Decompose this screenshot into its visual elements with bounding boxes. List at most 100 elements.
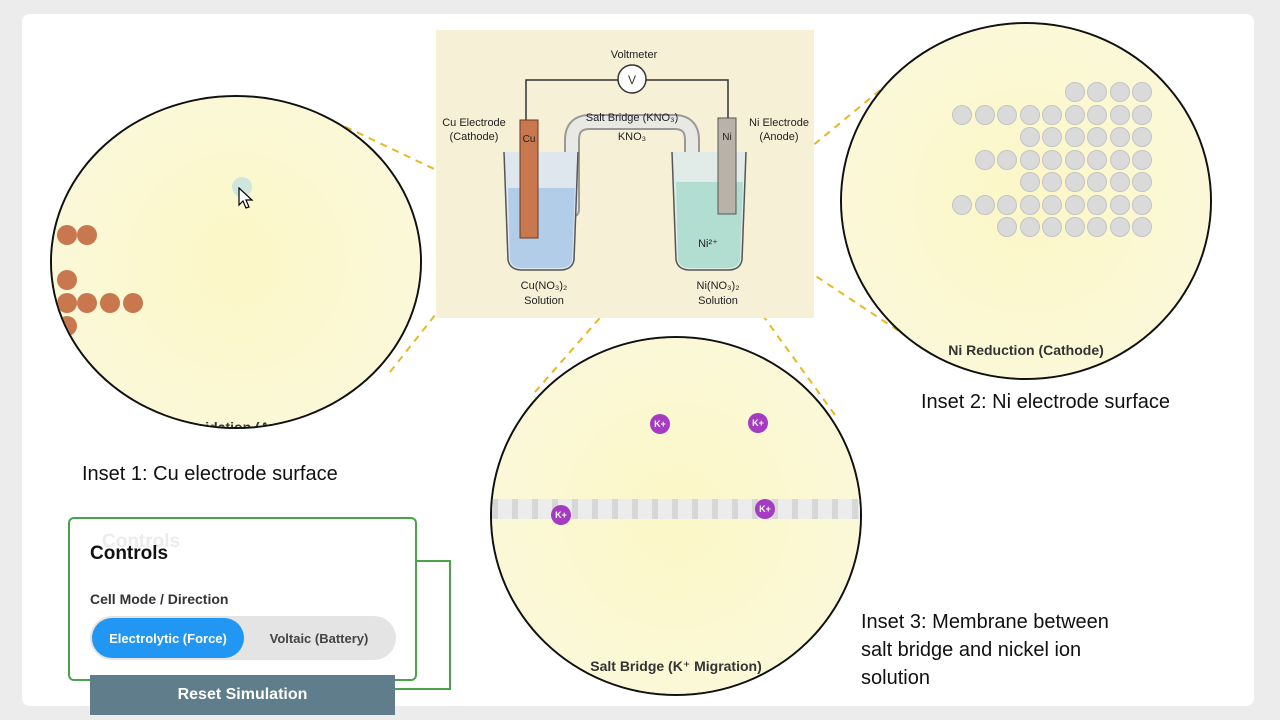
caption-line: salt bridge and nickel ion <box>861 639 1082 661</box>
ni-atom <box>997 104 1017 125</box>
membrane <box>492 499 860 519</box>
kno3-label: KNO₃ <box>618 131 646 143</box>
electrolytic-option[interactable]: Electrolytic (Force) <box>92 618 244 658</box>
ni-atom <box>1087 149 1107 170</box>
ni-atom <box>1109 149 1130 170</box>
ni-solution-label-2: Solution <box>698 295 738 307</box>
ni-atom <box>1109 82 1130 102</box>
ni-atom <box>1109 104 1130 125</box>
cu-ion-particle <box>232 177 252 197</box>
ni-atom <box>952 194 972 215</box>
voltmeter-icon <box>617 64 647 94</box>
ni-atom <box>1087 172 1107 192</box>
cu-electrode-label-2: (Cathode) <box>450 131 499 143</box>
cu-atom <box>57 270 77 290</box>
potassium-ion: K+ <box>551 505 571 525</box>
ni-atom <box>1019 172 1040 192</box>
ni-atom <box>1042 194 1062 215</box>
inset-ni-label: Ni Reduction (Cathode) <box>948 342 1104 358</box>
controls-title-ghost: Controls <box>102 531 181 552</box>
ni-atom <box>1109 172 1130 192</box>
cell-mode-label: Cell Mode / Direction <box>90 591 229 607</box>
salt-bridge-label: Salt Bridge (KNO₃) <box>586 112 679 124</box>
connector-ni-bottom <box>739 225 921 346</box>
cu-solution-label-2: Solution <box>524 295 564 307</box>
cu-tag: Cu <box>523 134 536 145</box>
ni-atom <box>1132 217 1152 237</box>
ni-atom <box>1109 217 1130 237</box>
electrochemical-cell-diagram: V Voltmeter Salt Bridge (KNO₃) KNO₃ Cu N… <box>436 30 814 318</box>
ni-atom <box>1042 172 1062 192</box>
cu-atom <box>57 316 77 336</box>
ni-atom <box>1132 82 1152 102</box>
ni-atom <box>1087 127 1107 147</box>
controls-panel: Controls Controls Cell Mode / Direction … <box>68 517 417 681</box>
ni-atom <box>1064 82 1085 102</box>
cu-atom <box>77 225 97 245</box>
inset-bridge-caption: Inset 3: Membrane between salt bridge an… <box>861 608 1109 692</box>
ni-atom <box>1132 104 1152 125</box>
inset-salt-bridge: K+ K+ K+ K+ Salt Bridge (K⁺ Migration) <box>490 336 862 696</box>
ni-atom <box>1064 104 1085 125</box>
ni-atom <box>1019 104 1040 125</box>
ni-atom <box>1132 127 1152 147</box>
ni-atom <box>974 104 995 125</box>
cu-atom <box>57 293 77 313</box>
ni-atom <box>1042 127 1062 147</box>
ni-atom <box>1087 104 1107 125</box>
potassium-ion: K+ <box>650 414 670 434</box>
ni-atom <box>997 217 1017 237</box>
ni-atom <box>1132 149 1152 170</box>
ni-atom <box>1019 194 1040 215</box>
ni-atom <box>1087 194 1107 215</box>
potassium-ion: K+ <box>748 413 768 433</box>
ni-atom <box>1064 217 1085 237</box>
ni-atom <box>1064 194 1085 215</box>
potassium-ion: K+ <box>755 499 775 519</box>
ni-atom <box>1042 217 1062 237</box>
inset-ni-caption: Inset 2: Ni electrode surface <box>921 391 1171 413</box>
ni-atom <box>997 149 1017 170</box>
voltmeter-label: Voltmeter <box>611 49 658 61</box>
ni-atom <box>1109 194 1130 215</box>
cu-atom <box>77 293 97 313</box>
mouse-cursor-icon <box>238 187 254 209</box>
ni-solution-label-1: Ni(NO₃)₂ <box>697 280 740 292</box>
inset-cu-electrode: Cu Oxidation (Anode) <box>50 95 422 429</box>
ni-atom <box>1087 217 1107 237</box>
ni-atom <box>1132 172 1152 192</box>
ni-atom <box>1064 149 1085 170</box>
voltaic-option[interactable]: Voltaic (Battery) <box>269 630 369 646</box>
ni-atom <box>1064 172 1085 192</box>
reset-simulation-button[interactable]: Reset Simulation <box>90 675 395 715</box>
ni-atom <box>974 194 995 215</box>
cell-mode-toggle: Electrolytic (Force) Voltaic (Battery) <box>90 616 396 660</box>
cu-atom <box>100 293 120 313</box>
ni-atom <box>1087 82 1107 102</box>
inset-ni-electrode: Ni Reduction (Cathode) <box>840 22 1212 380</box>
voltmeter-symbol: V <box>628 73 636 87</box>
cu-atom <box>123 293 143 313</box>
cu-electrode-label-1: Cu Electrode <box>442 117 506 129</box>
caption-line: solution <box>861 667 930 689</box>
connector-cu-bottom <box>389 217 513 373</box>
ni-atom <box>952 104 972 125</box>
cu-solution-label-1: Cu(NO₃)₂ <box>521 280 568 292</box>
ni-atom <box>1109 127 1130 147</box>
caption-line: Inset 3: Membrane between <box>861 611 1109 633</box>
inset-cu-label: Cu Oxidation (Anode) <box>164 419 308 429</box>
ni-atom <box>1019 149 1040 170</box>
controls-title: Controls <box>90 543 169 564</box>
inset-cu-caption: Inset 1: Cu electrode surface <box>82 463 338 485</box>
ni-tag: Ni <box>722 132 731 143</box>
ni-ion-label: Ni²⁺ <box>698 238 718 250</box>
ni-atom <box>1042 149 1062 170</box>
ni-atom <box>1019 217 1040 237</box>
ni-electrode-label-1: Ni Electrode <box>749 117 809 129</box>
ni-atom <box>974 149 995 170</box>
ni-atom <box>1064 127 1085 147</box>
ni-atom <box>997 194 1017 215</box>
ni-atom <box>1019 127 1040 147</box>
ni-atom <box>1132 194 1152 215</box>
ni-electrode-label-2: (Anode) <box>759 131 798 143</box>
